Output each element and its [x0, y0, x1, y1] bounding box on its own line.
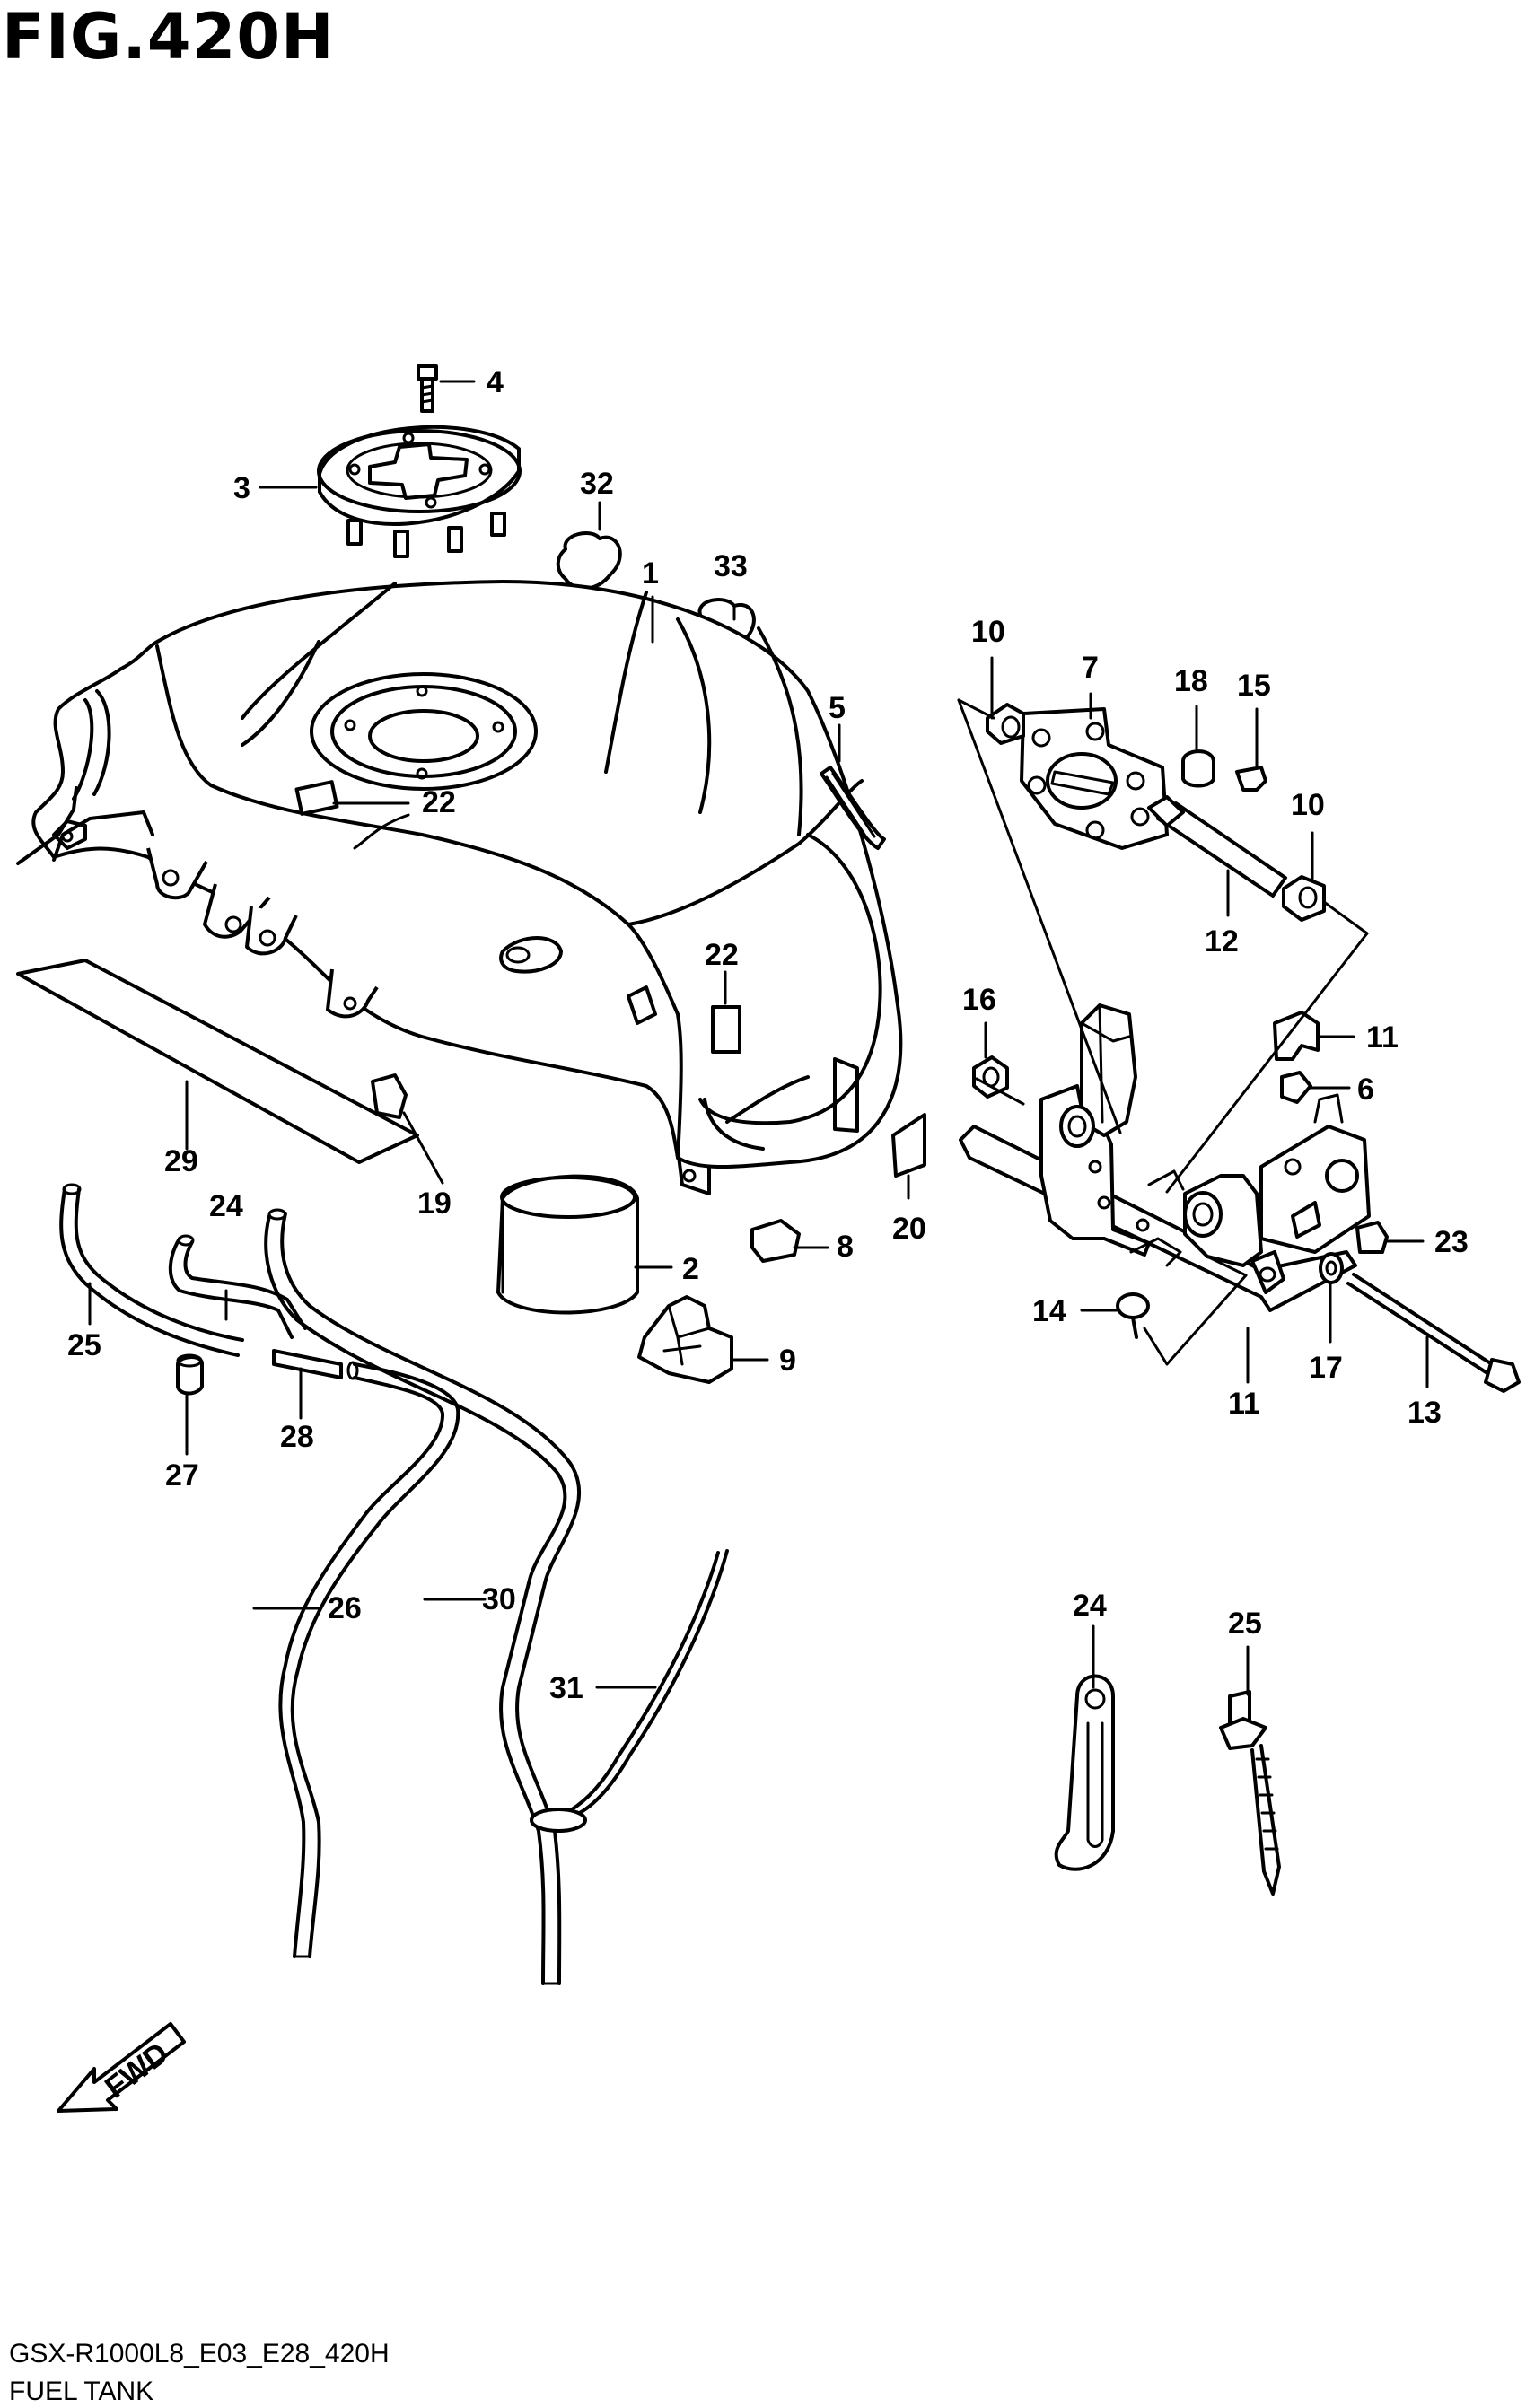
- callout-labels: 4 3 32 1 33 5 22 22 29 19 2 8 20 9 24 25…: [67, 365, 1469, 1705]
- figure-title: FIG.420H: [2, 0, 335, 74]
- callout-34: 32: [580, 467, 614, 501]
- callout-30: 28: [280, 1420, 314, 1454]
- part-32-drain-hose: [264, 1208, 582, 1985]
- part-13-collar-end: [1147, 795, 1185, 827]
- callout-18: 17: [1309, 1351, 1343, 1385]
- part-9-cushion: [637, 1295, 733, 1384]
- part-24-clamp: [1054, 1674, 1115, 1871]
- part-16-screw: [1235, 766, 1267, 792]
- part-33-rod: [530, 1549, 729, 1833]
- part-19-grommet: [1181, 749, 1215, 788]
- part-6-nut: [1280, 1071, 1312, 1104]
- part-8-grommet: [750, 1219, 801, 1263]
- part-27-hose-outline-b: [74, 1187, 244, 1342]
- part-7-plate: [1020, 707, 1169, 850]
- callout-2: 2: [682, 1252, 699, 1286]
- callout-28: 26: [328, 1591, 362, 1625]
- callout-13: 12: [1205, 924, 1239, 959]
- callout-12: 11: [1366, 1020, 1399, 1055]
- callout-11: 11: [1228, 1387, 1260, 1421]
- callout-24: 24: [1073, 1589, 1107, 1623]
- callout-22-b: 22: [705, 938, 739, 972]
- assembly-guide-lines: [957, 698, 1369, 1366]
- model-code: GSX-R1000L8_E03_E28_420H: [9, 2339, 390, 2369]
- callout-4: 4: [487, 365, 504, 399]
- callout-27: 25: [67, 1328, 101, 1362]
- callout-25: 25: [1228, 1607, 1262, 1641]
- part-28-drain-hose: [278, 1361, 460, 1958]
- part-11-bracket: [959, 1003, 1371, 1312]
- callout-10-a: 10: [971, 615, 1005, 649]
- part-20-cushion: [371, 1073, 408, 1119]
- callout-31: 29: [164, 1144, 198, 1178]
- callout-8: 8: [837, 1230, 854, 1264]
- callout-19: 18: [1174, 664, 1208, 698]
- callout-26: 24: [209, 1189, 243, 1223]
- part-23-nut: [1355, 1221, 1389, 1254]
- callout-21: 20: [892, 1212, 926, 1246]
- callout-5: 5: [829, 691, 846, 725]
- part-30-connector: [272, 1349, 343, 1379]
- part-1-fuel-tank: [16, 580, 903, 1195]
- part-22-label-a: [294, 780, 339, 816]
- callout-7: 7: [1082, 651, 1099, 685]
- section-name: FUEL TANK: [9, 2377, 154, 2406]
- callout-20: 19: [417, 1186, 452, 1221]
- callout-15: 14: [1032, 1294, 1066, 1328]
- callout-3: 3: [233, 471, 250, 505]
- part-14-bolt: [1346, 1273, 1521, 1393]
- part-25-cable-tie: [1219, 1690, 1281, 1896]
- part-26-hose-outline-a: [168, 1237, 294, 1339]
- callout-10-b: 10: [1291, 788, 1325, 822]
- forward-direction-arrow: FWD: [57, 2022, 186, 2113]
- part-15-screw: [1116, 1292, 1150, 1339]
- callout-33: 31: [549, 1671, 583, 1705]
- callout-32: 30: [482, 1582, 516, 1616]
- callout-9: 9: [779, 1344, 796, 1378]
- callout-22-a: 22: [422, 785, 456, 819]
- callout-1: 1: [642, 556, 659, 591]
- callout-35: 33: [714, 549, 748, 583]
- callout-14: 13: [1408, 1396, 1442, 1430]
- callout-23: 23: [1434, 1225, 1469, 1259]
- callout-16: 15: [1237, 669, 1271, 703]
- part-10-bushing-a: [986, 703, 1025, 745]
- part-17-bushing: [972, 1055, 1009, 1099]
- callout-17: 16: [962, 983, 996, 1017]
- callout-29: 27: [165, 1458, 199, 1493]
- part-2-ring: [496, 1174, 639, 1315]
- part-34-pad: [556, 531, 622, 591]
- part-26-hose-outline-b: [183, 1240, 307, 1330]
- part-10-bushing-b: [1282, 875, 1326, 922]
- part-22-label-b: [711, 1005, 741, 1054]
- leader-lines: [88, 380, 1429, 1696]
- part-18-washer: [1319, 1252, 1344, 1284]
- part-3-fuel-cap: [317, 425, 522, 558]
- part-12-clip: [1273, 1011, 1320, 1061]
- part-4-bolt: [417, 364, 438, 413]
- callout-6: 6: [1357, 1073, 1374, 1107]
- part-21-label: [891, 1113, 926, 1178]
